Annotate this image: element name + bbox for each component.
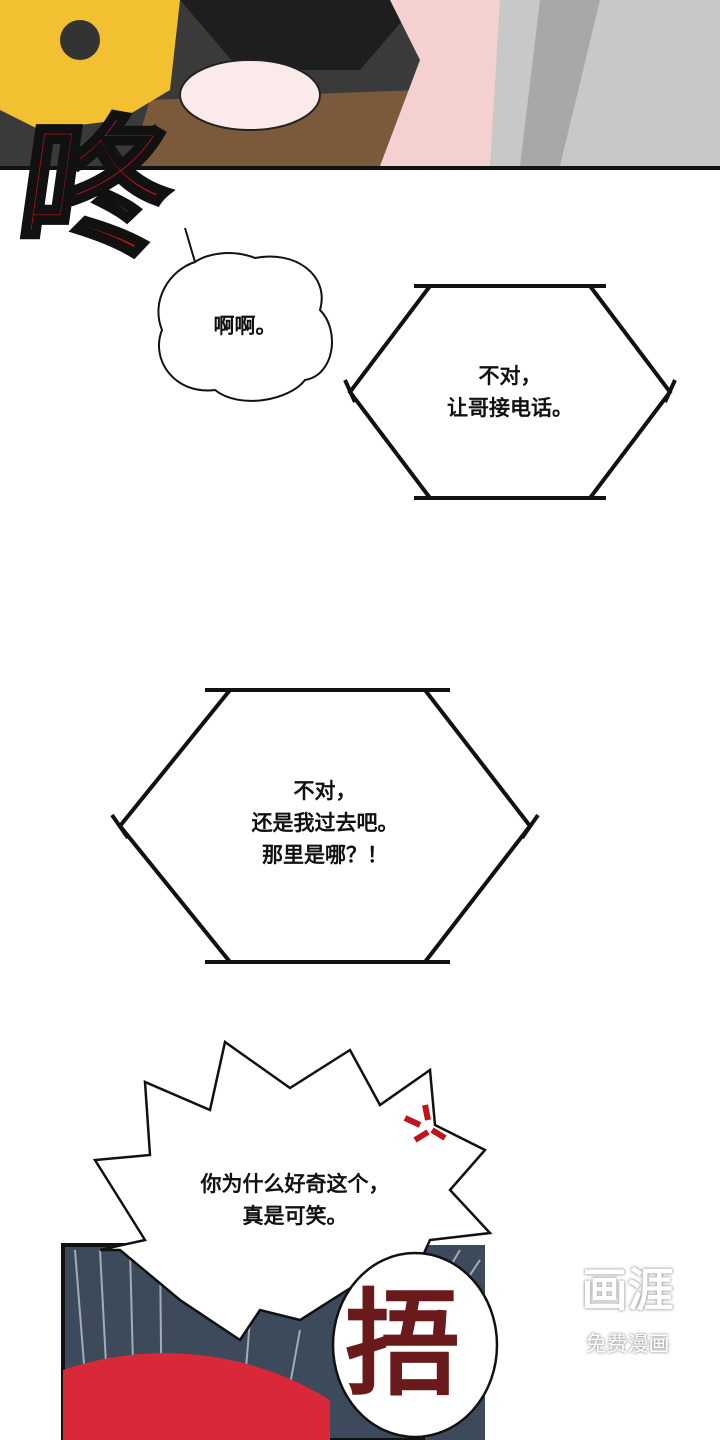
hex-bubble-2-text: 不对， 还是我过去吧。 那里是哪？！ (251, 779, 399, 867)
watermark-caption: 免费漫画 (585, 1332, 670, 1356)
top-panel-art (0, 0, 720, 166)
cloud-bubble-text: 啊啊。 (213, 314, 277, 338)
anger-mark-icon (403, 1104, 447, 1143)
hex-bubble-1-text: 不对， 让哥接电话。 (447, 364, 573, 420)
sfx-wu: 捂 (345, 1278, 461, 1412)
top-comic-panel (0, 0, 720, 170)
cloud-bubble (157, 227, 333, 402)
watermark-logo: 画涯 (581, 1263, 674, 1317)
round-bubble (331, 1251, 499, 1439)
spiky-bubble-text: 你为什么好奇这个， 真是可笑。 (200, 1172, 390, 1228)
